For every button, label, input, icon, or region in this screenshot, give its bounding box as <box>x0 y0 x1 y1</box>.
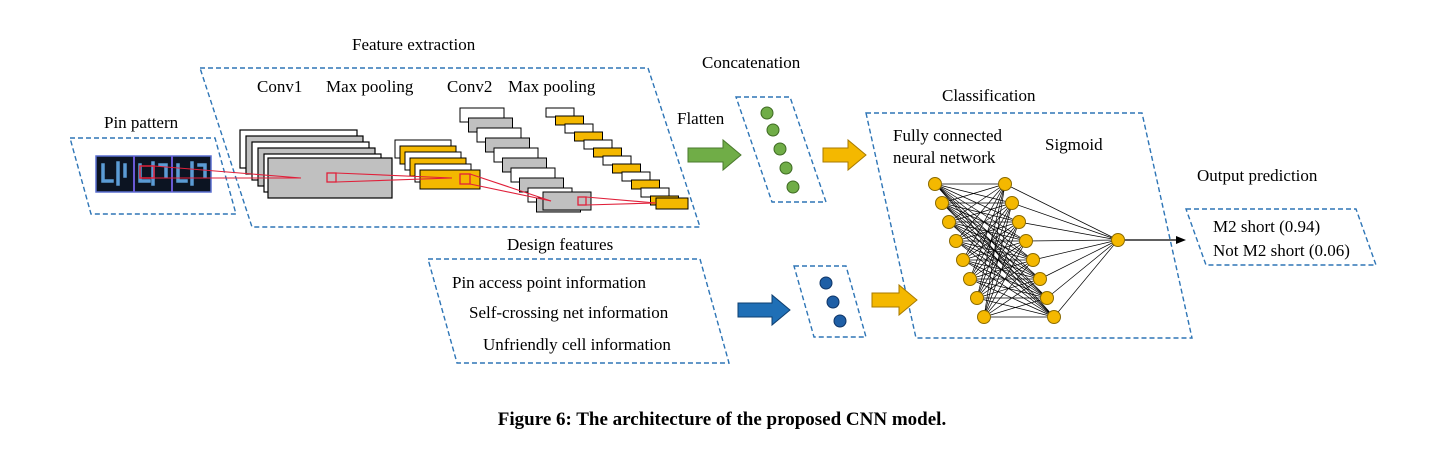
fc-edge <box>1046 239 1119 299</box>
fc-input-node <box>963 272 977 286</box>
flatten-vector <box>760 106 800 194</box>
flatten-node <box>773 142 787 156</box>
output-item: Not M2 short (0.06) <box>1213 241 1350 260</box>
flatten-arrow <box>687 138 742 172</box>
output-region <box>1185 208 1377 266</box>
fc-label-line1: Fully connected <box>893 126 1003 145</box>
design-features-arrow <box>737 293 791 327</box>
classification-region <box>865 112 1193 339</box>
fc-edge <box>983 221 1020 318</box>
fc-edge <box>1018 221 1119 241</box>
design-features-label: Design features <box>507 235 613 254</box>
classification-label: Classification <box>942 86 1036 105</box>
design-feature-item: Pin access point information <box>452 273 647 292</box>
fc-input-node <box>977 310 991 324</box>
fc-edge <box>1039 239 1119 280</box>
fc-edge <box>983 240 1027 318</box>
pooling1-receptive-field <box>459 173 471 185</box>
concat-arrow <box>822 138 867 172</box>
design-feature-item: Self-crossing net information <box>469 303 669 322</box>
conv2-label: Conv2 <box>447 77 492 96</box>
fc-label-line2: neural network <box>893 148 996 167</box>
fc-edge <box>1004 183 1119 241</box>
pin-pattern-label: Pin pattern <box>104 113 179 132</box>
fc-hidden-node <box>998 177 1012 191</box>
pin-pattern-region <box>69 137 237 215</box>
design-node <box>819 276 833 290</box>
design-node <box>826 295 840 309</box>
fc-edge <box>962 183 1006 261</box>
fc-edge <box>976 183 1006 299</box>
fc-edge <box>1032 239 1119 261</box>
fc-edge <box>1053 239 1119 318</box>
receptive-field-connections <box>153 165 657 206</box>
fc-edge <box>983 259 1034 318</box>
fc-edge <box>1025 239 1119 242</box>
flatten-node <box>760 106 774 120</box>
fc-edge <box>969 183 1006 280</box>
max-pooling-2-label: Max pooling <box>508 77 596 96</box>
fc-input-node <box>935 196 949 210</box>
fc-connections <box>934 183 1119 318</box>
conv1-feature-maps <box>239 129 393 199</box>
fc-hidden-layer <box>998 177 1061 324</box>
fc-hidden-node <box>1040 291 1054 305</box>
fc-input-node <box>949 234 963 248</box>
fc-edge <box>983 297 1048 318</box>
design-concat-arrow <box>871 283 918 317</box>
fc-edge <box>948 183 1006 223</box>
conv1-label: Conv1 <box>257 77 302 96</box>
fc-edge <box>983 278 1041 318</box>
fc-input-node <box>970 291 984 305</box>
pooling1-feature-maps <box>394 139 481 190</box>
design-feature-vector <box>819 276 847 328</box>
flatten-node <box>766 123 780 137</box>
fc-edge <box>1011 202 1119 241</box>
flatten-vector-region <box>735 96 827 203</box>
pin-pattern-image <box>95 155 212 193</box>
output-prediction-label: Output prediction <box>1197 166 1318 185</box>
pooling2-map <box>655 197 689 210</box>
concatenation-label: Concatenation <box>702 53 801 72</box>
output-arrow <box>1125 236 1186 244</box>
conv2-feature-maps <box>459 107 592 213</box>
design-feature-item: Unfriendly cell information <box>483 335 671 354</box>
fc-edge <box>983 202 1013 318</box>
fc-hidden-node <box>1033 272 1047 286</box>
conv1-receptive-field <box>326 172 337 183</box>
fc-hidden-node <box>1012 215 1026 229</box>
fc-hidden-node <box>1047 310 1061 324</box>
fc-edge <box>983 183 1006 318</box>
feature-extraction-label: Feature extraction <box>352 35 476 54</box>
conv2-receptive-field <box>577 196 587 206</box>
figure-caption: Figure 6: The architecture of the propos… <box>498 409 946 430</box>
design-node <box>833 314 847 328</box>
flatten-node <box>786 180 800 194</box>
feature-extraction-region <box>199 67 701 228</box>
fc-hidden-node <box>1019 234 1033 248</box>
design-vector-region <box>793 265 867 338</box>
fc-input-layer <box>928 177 991 324</box>
fc-edge <box>955 183 1006 242</box>
fc-hidden-node <box>1026 253 1040 267</box>
sigmoid-label: Sigmoid <box>1045 135 1103 154</box>
design-features-region <box>427 258 730 364</box>
flatten-label: Flatten <box>677 109 725 128</box>
fc-hidden-node <box>1005 196 1019 210</box>
sigmoid-output-node <box>1111 233 1125 247</box>
fc-input-node <box>956 253 970 267</box>
flatten-node <box>779 161 793 175</box>
fc-input-node <box>942 215 956 229</box>
output-item: M2 short (0.94) <box>1213 217 1320 236</box>
max-pooling-1-label: Max pooling <box>326 77 414 96</box>
pooling2-feature-maps <box>545 107 689 210</box>
fc-input-node <box>928 177 942 191</box>
fc-edge <box>941 183 1006 204</box>
